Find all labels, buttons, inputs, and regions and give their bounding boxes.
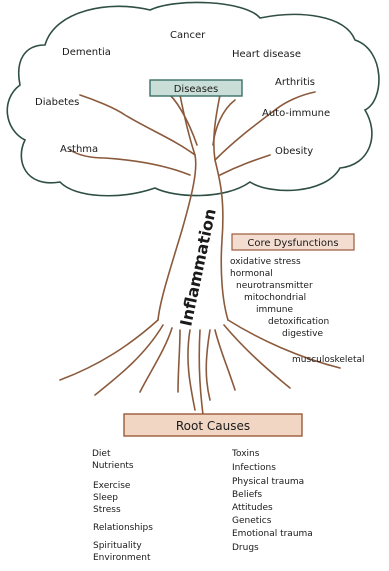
disease-arthritis: Arthritis bbox=[275, 77, 315, 88]
core-item: digestive bbox=[282, 329, 324, 339]
core-item: immune bbox=[256, 305, 293, 315]
core-item: detoxification bbox=[268, 317, 329, 327]
root-item: Emotional trauma bbox=[232, 529, 313, 539]
root-item: Stress bbox=[93, 505, 121, 515]
disease-asthma: Asthma bbox=[60, 144, 98, 155]
disease-obesity: Obesity bbox=[275, 146, 313, 157]
root-item: Exercise bbox=[93, 481, 131, 491]
root-item: Nutrients bbox=[92, 461, 134, 471]
root-item: Beliefs bbox=[232, 490, 262, 500]
root-item: Diet bbox=[92, 449, 111, 459]
core-item: oxidative stress bbox=[230, 257, 301, 267]
core-list: oxidative stress hormonal neurotransmitt… bbox=[230, 257, 365, 365]
roots-label: Root Causes bbox=[176, 419, 250, 433]
root-item: Genetics bbox=[232, 516, 272, 526]
disease-heart: Heart disease bbox=[232, 49, 301, 60]
root-item: Infections bbox=[232, 463, 276, 473]
disease-cancer: Cancer bbox=[170, 30, 206, 41]
root-item: Sleep bbox=[93, 493, 118, 503]
disease-diabetes: Diabetes bbox=[35, 97, 79, 108]
core-item: hormonal bbox=[230, 269, 273, 279]
root-item: Toxins bbox=[231, 449, 260, 459]
disease-autoimmune: Auto-immune bbox=[262, 108, 330, 119]
disease-dementia: Dementia bbox=[62, 47, 111, 58]
root-item: Environment bbox=[93, 553, 151, 563]
root-list-left: Diet Nutrients Exercise Sleep Stress Rel… bbox=[92, 449, 153, 563]
root-item: Drugs bbox=[232, 543, 259, 553]
core-item: neurotransmitter bbox=[236, 281, 313, 291]
core-item: musculoskeletal bbox=[292, 355, 365, 365]
root-item: Relationships bbox=[93, 523, 153, 533]
core-item: mitochondrial bbox=[244, 293, 306, 303]
diseases-label: Diseases bbox=[174, 84, 219, 95]
root-item: Spirituality bbox=[93, 541, 142, 551]
root-item: Attitudes bbox=[232, 503, 273, 513]
root-list-right: Toxins Infections Physical trauma Belief… bbox=[231, 449, 313, 553]
core-label: Core Dysfunctions bbox=[247, 238, 338, 249]
root-item: Physical trauma bbox=[232, 477, 304, 487]
